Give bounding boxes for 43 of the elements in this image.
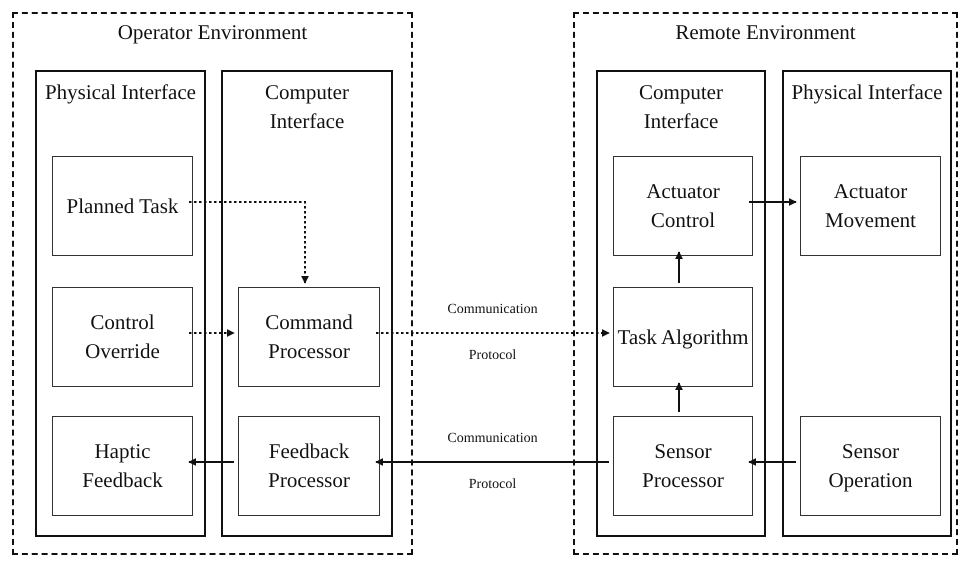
edge-label: Communication Protocol [446,301,539,365]
interface-panel [782,70,952,537]
process-box [613,287,753,387]
panel-title: Physical Interface [44,79,197,106]
arrow [675,251,683,283]
box-label: Actuator Movement [824,178,917,234]
process-box [800,156,941,256]
dotted-arrow [189,201,309,284]
process-box [238,416,380,516]
interface-panel [221,70,393,537]
environment-region [573,12,958,555]
box-label: Feedback Processor [267,438,351,494]
arrow [675,382,683,412]
dotted-arrow [189,329,235,337]
box-label: Sensor Processor [641,438,725,494]
panel-title: Physical Interface [790,79,944,106]
process-box [52,287,193,387]
dotted-arrow [376,329,610,337]
region-title: Remote Environment [674,19,857,46]
process-box [613,156,753,256]
process-box [800,416,941,516]
panel-title: Computer Interface [264,79,350,135]
box-label: Actuator Control [645,178,721,234]
process-box [52,416,193,516]
region-title: Operator Environment [116,19,308,46]
process-box [52,156,193,256]
box-label: Control Override [84,309,161,365]
box-label: Task Algorithm [618,324,748,350]
box-label: Planned Task [66,192,178,220]
arrow [188,458,234,466]
arrow [748,458,796,466]
environment-region [12,12,413,555]
box-label: Command Processor [264,309,354,365]
process-box [238,287,380,387]
arrow [749,198,797,206]
panel-title: Computer Interface [638,79,724,135]
edge-label: Communication Protocol [446,430,539,494]
process-box [613,416,753,516]
interface-panel [35,70,206,537]
arrow [375,458,609,466]
interface-panel [596,70,766,537]
box-label: Haptic Feedback [81,438,164,494]
box-label: Sensor Operation [828,438,914,494]
